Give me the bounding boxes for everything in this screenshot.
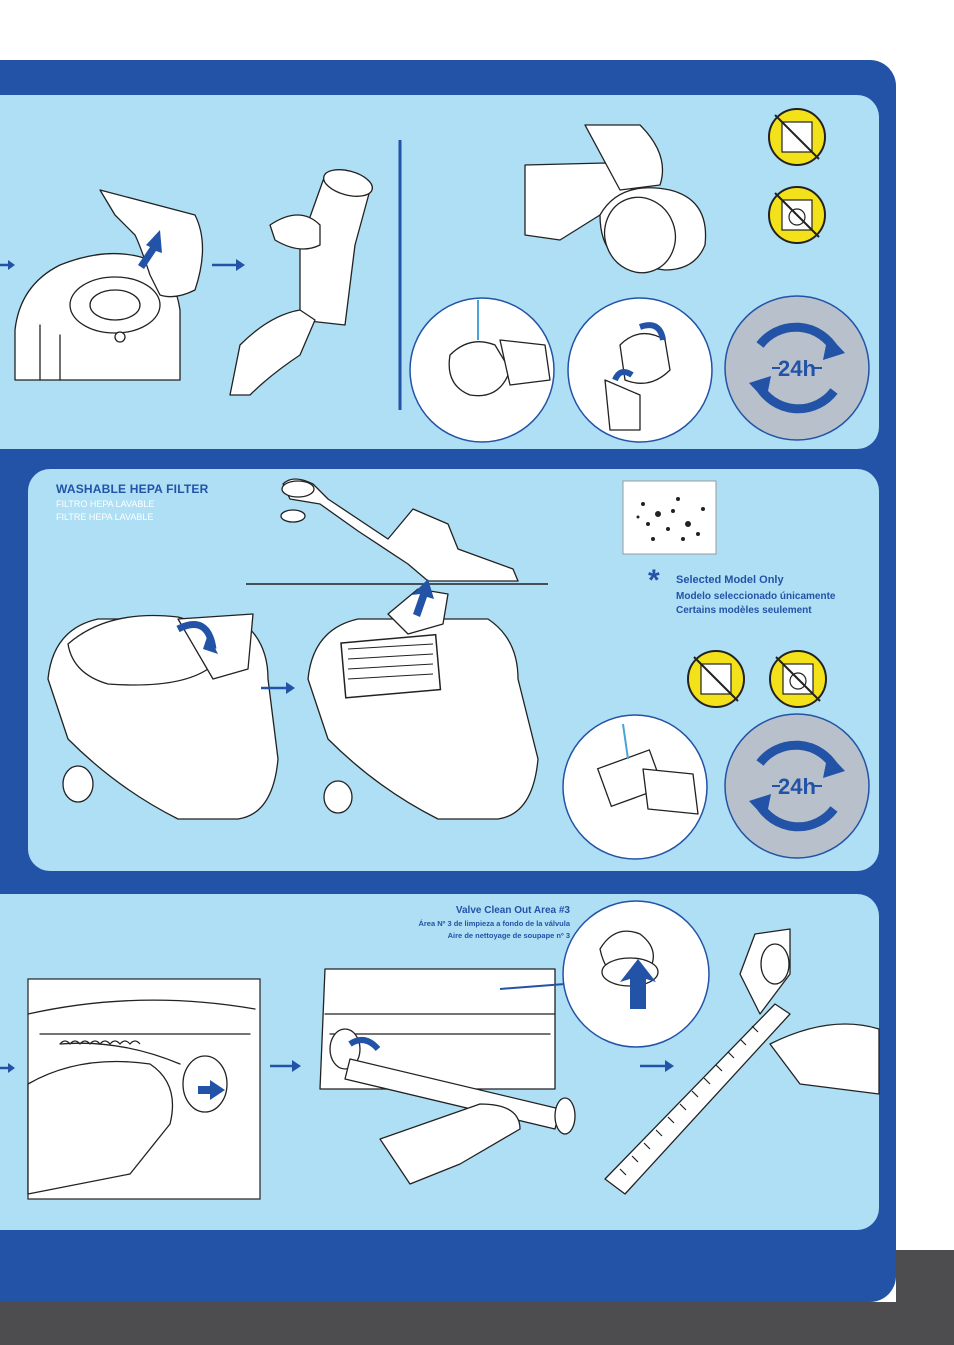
valve-zoom-illustration [499,900,710,1048]
step-arrow-icon [261,682,295,694]
hepa-filter-image [622,480,717,555]
rinse-step-1 [409,297,555,443]
filter-cylinder-illustration [229,169,373,396]
no-washing-machine-icon [769,650,827,708]
valve-clean-out-title-es: Área Nº 3 de limpieza a fondo de la válv… [418,919,570,928]
dry-24h-icon: 24h [724,295,870,441]
step-arrow-icon [212,259,245,271]
panel-1-illustrations: 24h [0,108,870,443]
brushroll-removal-illustration [27,978,261,1200]
no-dishwasher-icon [687,650,745,708]
brushroll-cut-illustration [604,928,880,1195]
dry-24h-label: 24h [778,356,816,381]
hepa-title-fr: FILTRE HEPA LAVABLE [56,512,154,522]
selected-model-note-fr: Certains modèles seulement [676,605,812,616]
step-arrow-icon [270,1060,301,1072]
hepa-removal-illustration [307,579,539,820]
hepa-title-es: FILTRO HEPA LAVABLE [56,499,155,509]
bottom-bar [0,1302,954,1345]
vacuum-overview-illustration [246,478,548,585]
selected-model-note: Selected Model Only [676,574,784,586]
panel-3-illustrations [0,900,880,1200]
dry-24h-icon: 24h [724,713,870,859]
page-side-tab [896,1250,954,1302]
hepa-rinse-illustration [562,714,708,860]
hepa-title: WASHABLE HEPA FILTER [56,482,209,496]
valve-clean-out-title-fr: Aire de nettoyage de soupape nº 3 [447,931,570,940]
filter-twist-illustration [524,124,707,274]
dry-24h-label: 24h [778,774,816,799]
panel-2-illustrations: 24h [47,478,870,860]
no-washing-machine-icon [768,186,826,244]
selected-model-asterisk: * [648,564,660,597]
dust-cup-illustration [14,189,204,381]
brushroll-out-illustration [319,968,576,1185]
step-arrow-icon [0,260,15,270]
valve-clean-out-title: Valve Clean Out Area #3 [455,905,570,916]
step-arrow-icon [0,1063,15,1073]
selected-model-note-es: Modelo seleccionado únicamente [676,591,836,602]
no-dishwasher-icon [768,108,826,166]
rinse-step-2 [567,297,713,443]
hepa-cover-illustration [47,613,279,820]
step-arrow-icon [640,1060,674,1072]
